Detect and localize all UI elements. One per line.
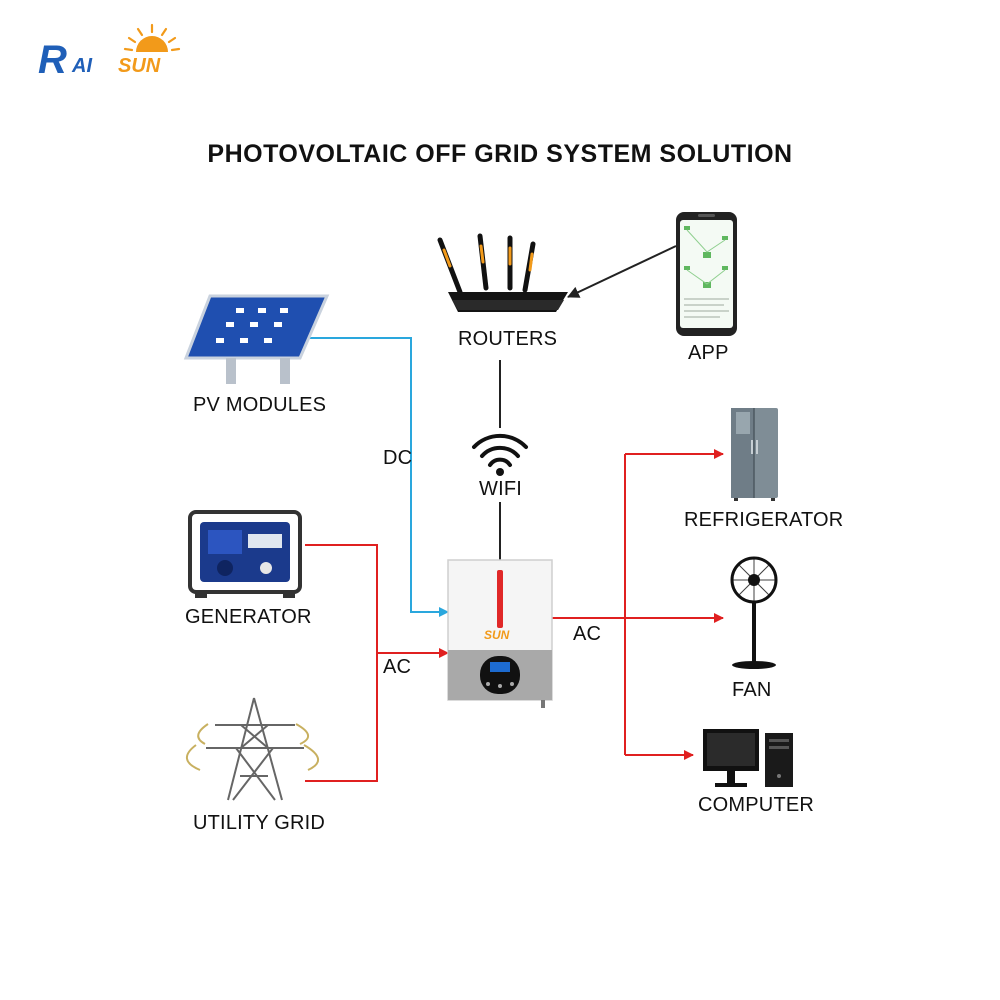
utility-grid-label: UTILITY GRID — [193, 812, 326, 834]
dc-line — [308, 337, 449, 617]
routers-label: ROUTERS — [458, 328, 558, 350]
diagram-title: PHOTOVOLTAIC OFF GRID SYSTEM SOLUTION — [207, 140, 793, 168]
app-label: APP — [688, 342, 729, 364]
dc-label: DC — [383, 447, 413, 469]
app-router-link — [567, 245, 677, 298]
fan-label: FAN — [732, 679, 772, 701]
ac-output-label: AC — [573, 623, 602, 645]
ac-input-line-generator — [305, 544, 378, 782]
generator-label: GENERATOR — [185, 606, 312, 628]
computer-label: COMPUTER — [698, 794, 815, 816]
ac-input-label: AC — [383, 656, 412, 678]
inverter-logo-text: SUN — [484, 628, 510, 642]
logo-letter-r: R — [38, 38, 67, 82]
logo-letters-sun: SUN — [118, 55, 161, 77]
wifi-label: WIFI — [479, 478, 523, 500]
logo-letters-ai: AI — [72, 55, 92, 77]
refrigerator-label: REFRIGERATOR — [684, 509, 844, 531]
pv-modules-label: PV MODULES — [193, 394, 327, 416]
